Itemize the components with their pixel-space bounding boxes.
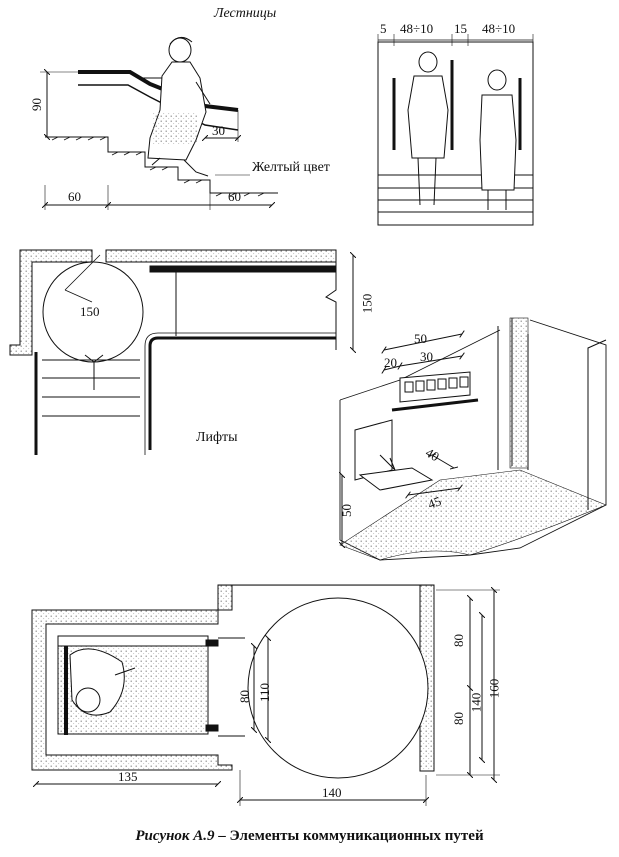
label-stairs: Лестницы: [214, 6, 277, 21]
caption-prefix: Рисунок А.9: [135, 828, 215, 844]
figure-caption: Рисунок А.9 – Элементы коммуникационных …: [0, 828, 619, 845]
dim-lift-door-80: 80: [237, 690, 252, 703]
dim-lift-80-b: 80: [451, 712, 466, 725]
dim-lift-50-vertical: 50: [339, 504, 354, 517]
dim-stair-60-a: 60: [68, 189, 81, 204]
dim-lift-140-vertical: 140: [468, 692, 484, 713]
dim-lift-30: 30: [420, 349, 433, 364]
dim-lift-140-horizontal: 140: [322, 785, 342, 800]
caption-text: Элементы коммуникационных путей: [229, 828, 484, 844]
dim-stair-height: 90: [29, 98, 44, 111]
dim-top-5: 5: [380, 21, 387, 36]
lift-isometric: [340, 317, 607, 561]
stairs-side-view: [40, 37, 278, 210]
dim-lift-20: 20: [384, 355, 397, 370]
dim-plan-circle-150: 150: [80, 304, 100, 319]
dim-lift-door-110: 110: [257, 682, 273, 703]
dim-top-48-b: 48÷10: [482, 21, 516, 36]
caption-dash: –: [214, 828, 230, 844]
stairs-plan: [9, 249, 353, 455]
dim-top-48-a: 48÷10: [400, 21, 434, 36]
dim-lift-135: 135: [118, 769, 138, 784]
stairs-front-view: [377, 34, 534, 226]
dim-stair-30: 30: [212, 123, 225, 138]
dim-lift-50: 50: [414, 331, 427, 346]
dim-top-15: 15: [454, 21, 467, 36]
dim-lift-80-a: 80: [451, 634, 466, 647]
lift-plan: [31, 584, 500, 806]
dim-plan-150-vertical: 150: [359, 293, 375, 314]
dim-lift-160: 160: [486, 678, 502, 699]
label-yellow-color: Желтый цвет: [252, 160, 330, 175]
dim-stair-60-b: 60: [228, 189, 241, 204]
label-lifts: Лифты: [196, 430, 238, 445]
